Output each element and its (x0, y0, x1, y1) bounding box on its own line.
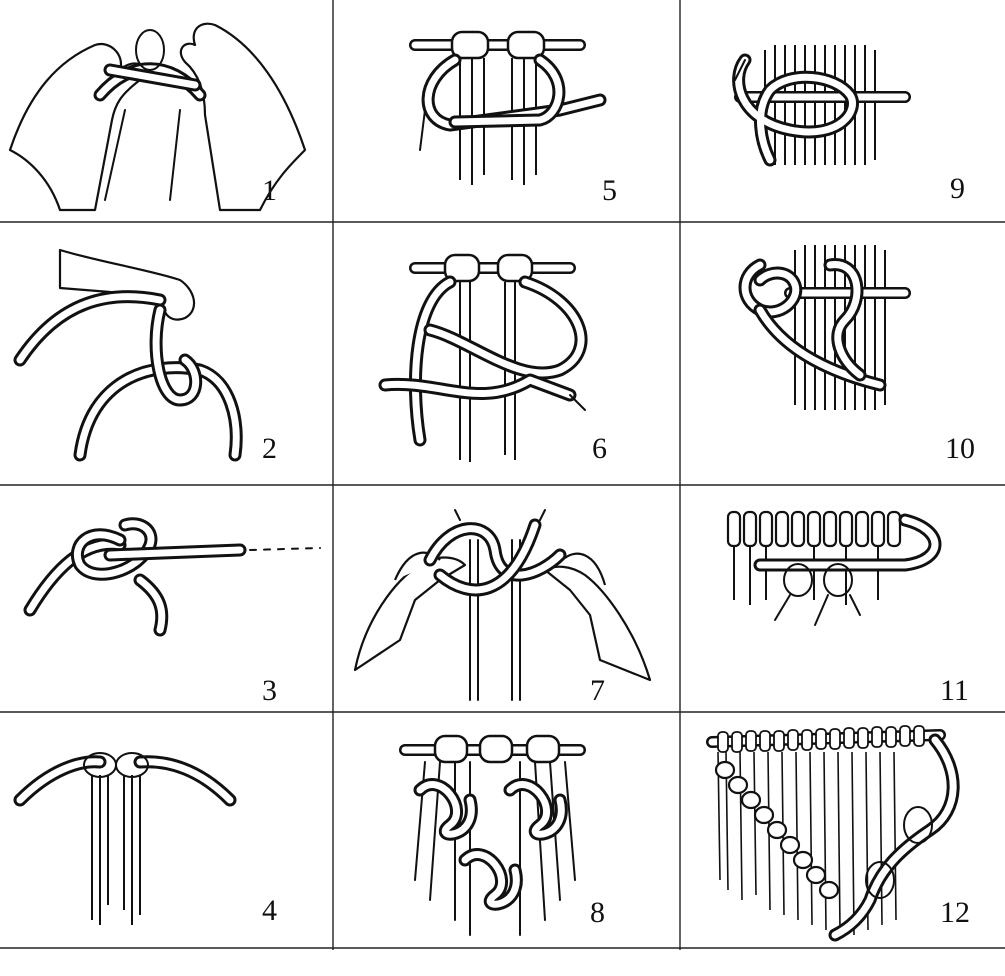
panel-11-illustration (728, 512, 935, 625)
panel-1: 1 (10, 24, 305, 210)
panel-2-number: 2 (262, 432, 277, 465)
panel-1-number: 1 (262, 174, 277, 207)
panel-7-illustration (355, 510, 650, 700)
right-hand-icon (545, 567, 650, 680)
panel-10-number: 10 (945, 432, 975, 465)
panel-7-number: 7 (590, 674, 605, 707)
panel-10: 10 (745, 245, 975, 465)
panel-8-number: 8 (590, 896, 605, 929)
panel-3-number: 3 (262, 674, 277, 707)
panel-12-number: 12 (940, 896, 970, 929)
right-hand-icon (181, 24, 305, 210)
panel-11: 11 (728, 512, 969, 707)
panel-4: 4 (20, 753, 277, 927)
panel-6-illustration (385, 255, 585, 462)
panel-5-number: 5 (602, 174, 617, 207)
panel-2: 2 (20, 250, 277, 465)
panel-7: 7 (355, 510, 650, 707)
panel-12: 12 (712, 726, 970, 935)
panel-8-illustration (405, 736, 580, 935)
panel-3: 3 (30, 524, 320, 707)
panel-2-illustration (20, 250, 236, 455)
panel-9-illustration (735, 45, 905, 165)
panel-1-illustration (10, 24, 305, 210)
panel-12-illustration (712, 726, 953, 935)
panel-3-illustration (30, 524, 320, 630)
panel-4-illustration (20, 753, 230, 925)
panel-5-illustration (415, 32, 600, 185)
panel-6: 6 (385, 255, 607, 465)
panel-9-number: 9 (950, 172, 965, 205)
panel-11-number: 11 (940, 674, 969, 707)
panel-9: 9 (735, 45, 965, 205)
panel-4-number: 4 (262, 894, 277, 927)
panel-10-illustration (745, 245, 905, 410)
panel-6-number: 6 (592, 432, 607, 465)
panel-5: 5 (415, 32, 617, 207)
panel-8: 8 (405, 736, 605, 935)
